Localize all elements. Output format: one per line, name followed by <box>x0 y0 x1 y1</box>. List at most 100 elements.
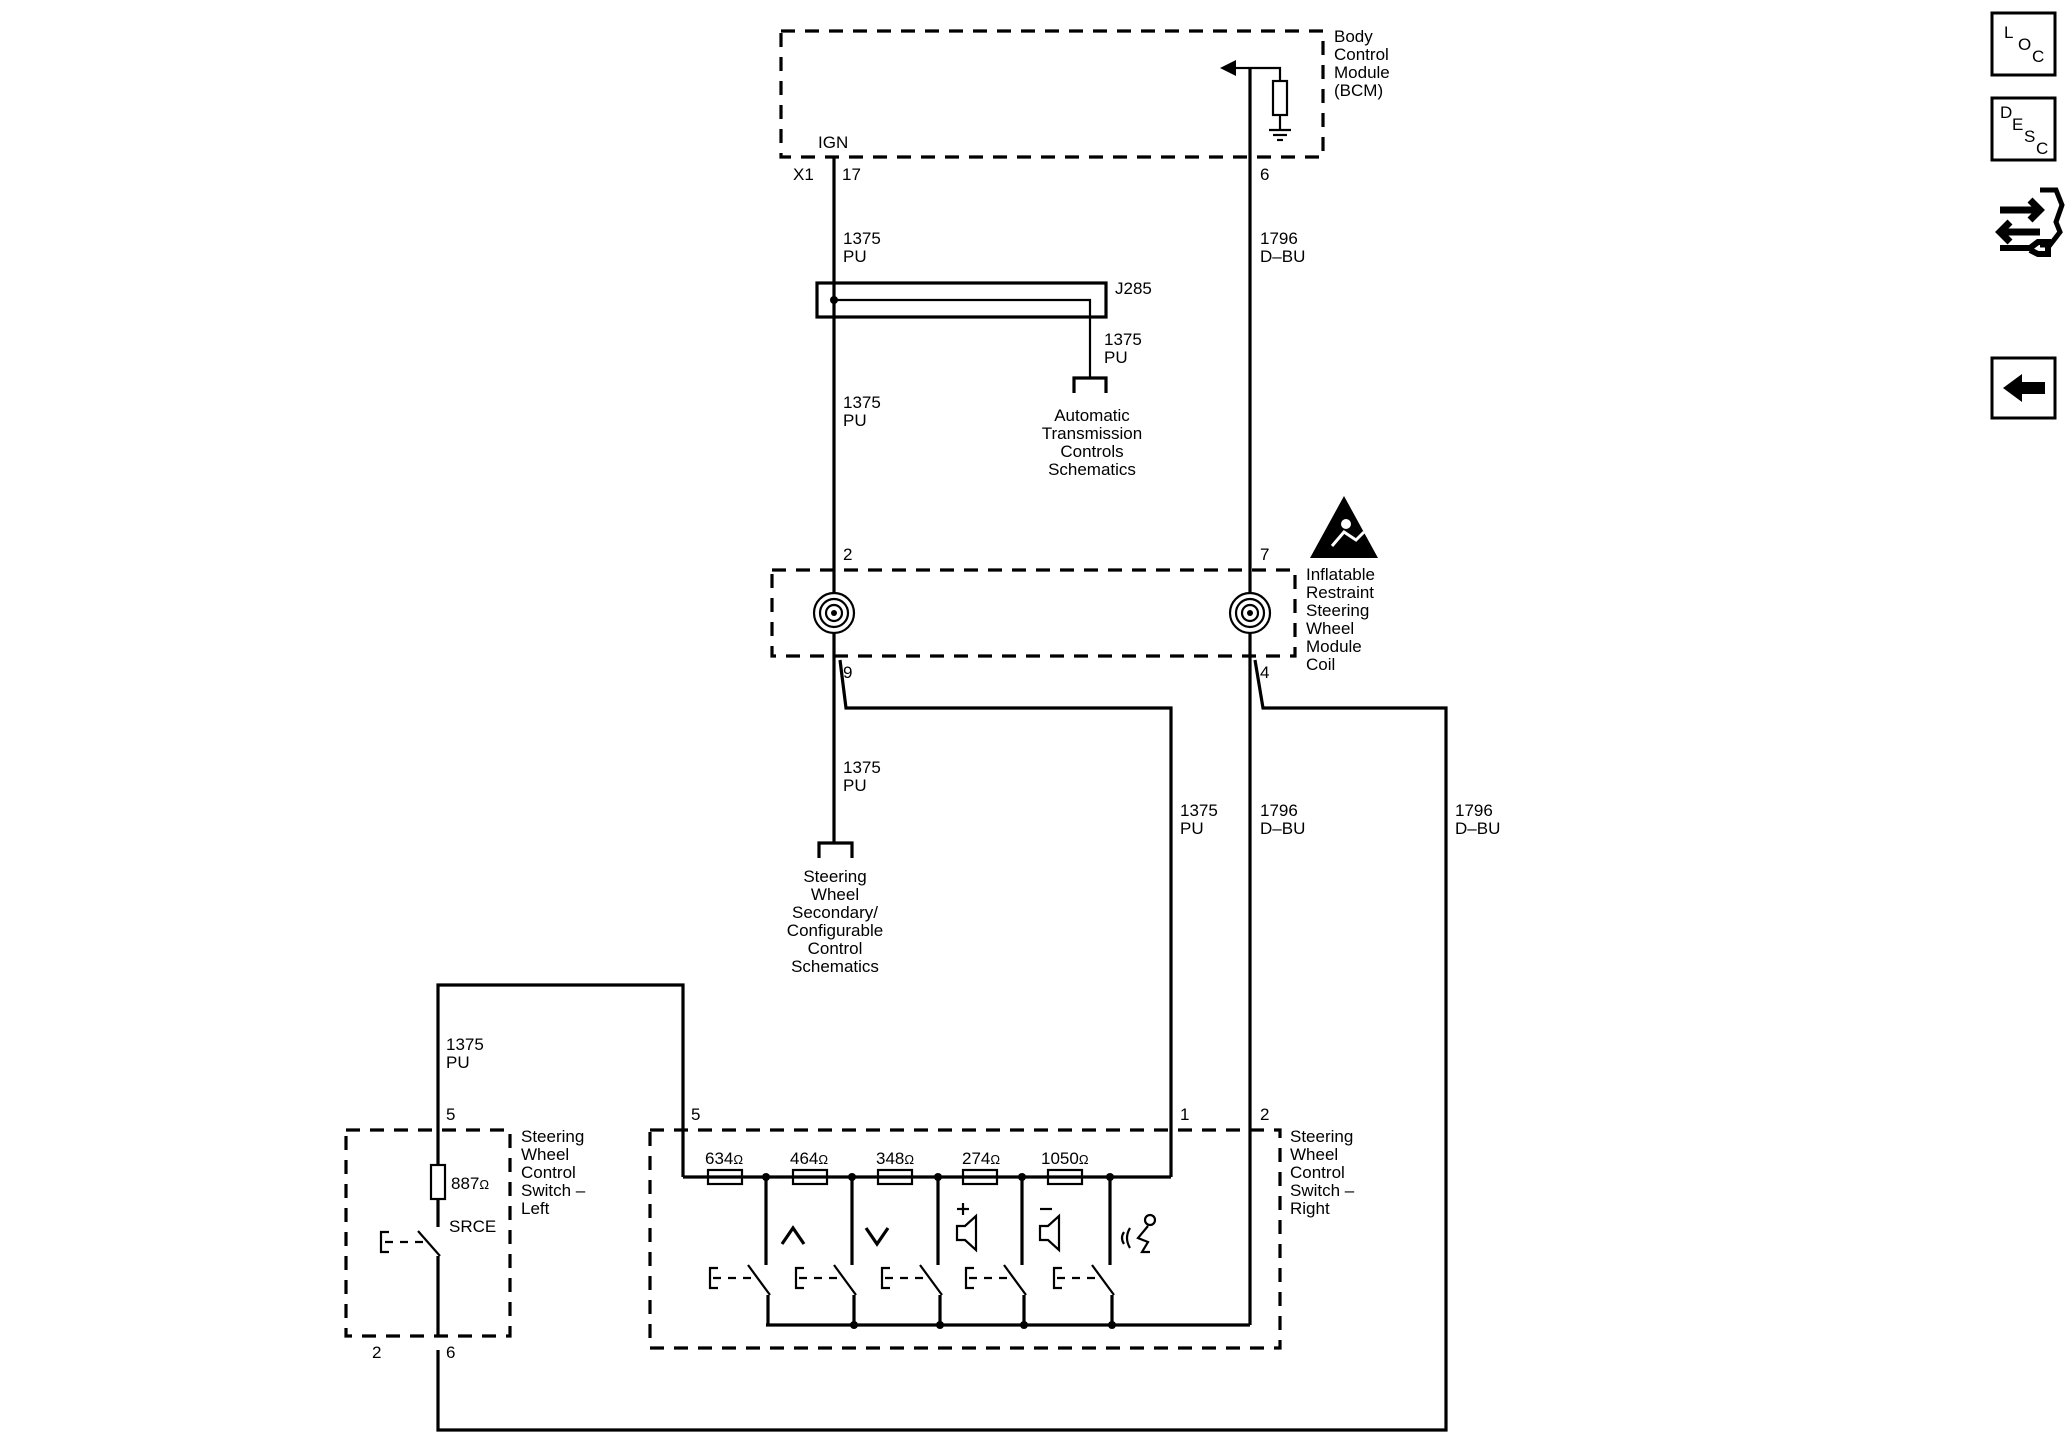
coil-label: Inflatable Restraint Steering Wheel Modu… <box>1306 565 1375 674</box>
svg-text:464Ω: 464Ω <box>790 1149 828 1168</box>
description-view-button[interactable]: D E S C <box>1990 96 2057 162</box>
location-view-button[interactable]: L O C <box>1990 11 2057 77</box>
wire-label-dbu: D–BU <box>1260 819 1305 838</box>
coil-spiral-left-icon <box>812 591 856 635</box>
svg-text:1050Ω: 1050Ω <box>1041 1149 1089 1168</box>
switch-right-pin-5: 5 <box>691 1105 700 1124</box>
wire-label-dbu: D–BU <box>1260 247 1305 266</box>
secondary-control-schematics-ref: Steering Wheel Secondary/ Configurable C… <box>787 867 883 976</box>
svg-text:C: C <box>2036 139 2048 158</box>
wire-1796-coil-to-left-switch <box>436 659 1448 1432</box>
switch-right-outline <box>648 1128 1282 1350</box>
wire-label-1796: 1796 <box>1455 801 1493 820</box>
svg-text:Inflatable: Inflatable <box>1306 565 1375 584</box>
wire-label-1375: 1375 <box>1104 330 1142 349</box>
bcm-connector-x1: X1 <box>793 165 814 184</box>
switch-left-pin-2: 2 <box>372 1343 381 1362</box>
switch-right-pin-1: 1 <box>1180 1105 1189 1124</box>
wire-label-1375: 1375 <box>843 393 881 412</box>
bcm-pin-17: 17 <box>842 165 861 184</box>
wire-label-1796: 1796 <box>1260 801 1298 820</box>
svg-text:Switch –: Switch – <box>1290 1181 1355 1200</box>
svg-text:Control: Control <box>808 939 863 958</box>
svg-text:274Ω: 274Ω <box>962 1149 1000 1168</box>
airbag-warning-icon <box>1310 496 1378 558</box>
transmission-schematics-ref: Automatic Transmission Controls Schemati… <box>1042 406 1142 479</box>
svg-text:Steering: Steering <box>521 1127 584 1146</box>
wire-label-1375: 1375 <box>843 758 881 777</box>
switch-contact-voice <box>1052 1264 1115 1296</box>
switch-contact-volume-up <box>880 1264 943 1296</box>
switch-right-label: Steering Wheel Control Switch – Right <box>1290 1127 1355 1218</box>
bcm-pin-6: 6 <box>1260 165 1269 184</box>
wire-label-dbu: D–BU <box>1455 819 1500 838</box>
wire-label-pu: PU <box>843 411 867 430</box>
coil-pin-9: 9 <box>843 663 852 682</box>
left-arrow-icon <box>2003 374 2045 402</box>
switch-left-srce-button <box>379 1230 441 1257</box>
switch-branches <box>764 1177 1112 1265</box>
wire-label-pu: PU <box>1104 348 1128 367</box>
seek-up-icon <box>780 1225 806 1245</box>
switch-common-rail <box>766 1295 1250 1329</box>
svg-text:Body: Body <box>1334 27 1373 46</box>
wire-label-pu: PU <box>1180 819 1204 838</box>
resistor-274: 274Ω <box>961 1149 1000 1186</box>
splice-j285-label: J285 <box>1115 279 1152 298</box>
svg-text:D: D <box>2000 103 2012 122</box>
svg-text:Wheel: Wheel <box>1290 1145 1338 1164</box>
coil-spiral-right-icon <box>1228 591 1272 635</box>
svg-text:Configurable: Configurable <box>787 921 883 940</box>
wire-label-pu: PU <box>843 247 867 266</box>
splice-j285-branch <box>834 298 1092 378</box>
wire-label-pu: PU <box>446 1053 470 1072</box>
switch-contact-volume-down <box>964 1264 1027 1296</box>
svg-text:S: S <box>2024 127 2035 146</box>
svg-text:Control: Control <box>1334 45 1389 64</box>
svg-text:Restraint: Restraint <box>1306 583 1374 602</box>
transmission-ref-arrow <box>1072 376 1108 393</box>
secondary-ref-arrow <box>817 841 854 858</box>
ground-icon <box>1269 115 1291 142</box>
wire-label-1375: 1375 <box>446 1035 484 1054</box>
switch-left-outline <box>344 1128 512 1338</box>
svg-text:634Ω: 634Ω <box>705 1149 743 1168</box>
svg-text:Module: Module <box>1334 63 1390 82</box>
svg-text:(BCM): (BCM) <box>1334 81 1383 100</box>
seek-down-icon <box>864 1227 890 1247</box>
svg-text:Steering: Steering <box>1306 601 1369 620</box>
svg-text:Left: Left <box>521 1199 550 1218</box>
back-arrow-button[interactable] <box>1990 356 2057 420</box>
switch-left-resistor-887 <box>429 1163 447 1201</box>
svg-text:Controls: Controls <box>1060 442 1123 461</box>
bcm-ign-label: IGN <box>818 133 848 152</box>
wire-label-1796: 1796 <box>1260 229 1298 248</box>
coil-pin-2: 2 <box>843 545 852 564</box>
svg-text:L: L <box>2004 23 2013 42</box>
svg-text:Automatic: Automatic <box>1054 406 1130 425</box>
bcm-label: Body Control Module (BCM) <box>1334 27 1390 100</box>
svg-text:Module: Module <box>1306 637 1362 656</box>
svg-text:Schematics: Schematics <box>791 957 879 976</box>
coil-pin-4: 4 <box>1260 663 1269 682</box>
switch-contact-seek-down <box>794 1264 857 1296</box>
wire-label-1375: 1375 <box>1180 801 1218 820</box>
wire-1375-coil-to-right-switch <box>838 659 1173 1177</box>
bcm-pulldown-resistor <box>1271 79 1289 117</box>
svg-text:Switch –: Switch – <box>521 1181 586 1200</box>
wire-label-pu: PU <box>843 776 867 795</box>
resistor-348: 348Ω <box>876 1149 914 1186</box>
svg-text:Right: Right <box>1290 1199 1330 1218</box>
bcm-module-outline <box>779 29 1325 159</box>
svg-text:Wheel: Wheel <box>811 885 859 904</box>
switch-right-pin-2: 2 <box>1260 1105 1269 1124</box>
switch-left-label: Steering Wheel Control Switch – Left <box>521 1127 586 1218</box>
svg-text:C: C <box>2032 47 2044 66</box>
resistor-1050: 1050Ω <box>1041 1149 1089 1186</box>
svg-text:348Ω: 348Ω <box>876 1149 914 1168</box>
connector-wrench-icon[interactable] <box>1995 187 2065 257</box>
resistor-464: 464Ω <box>790 1149 828 1186</box>
svg-text:Wheel: Wheel <box>521 1145 569 1164</box>
voice-command-icon <box>1120 1213 1157 1254</box>
